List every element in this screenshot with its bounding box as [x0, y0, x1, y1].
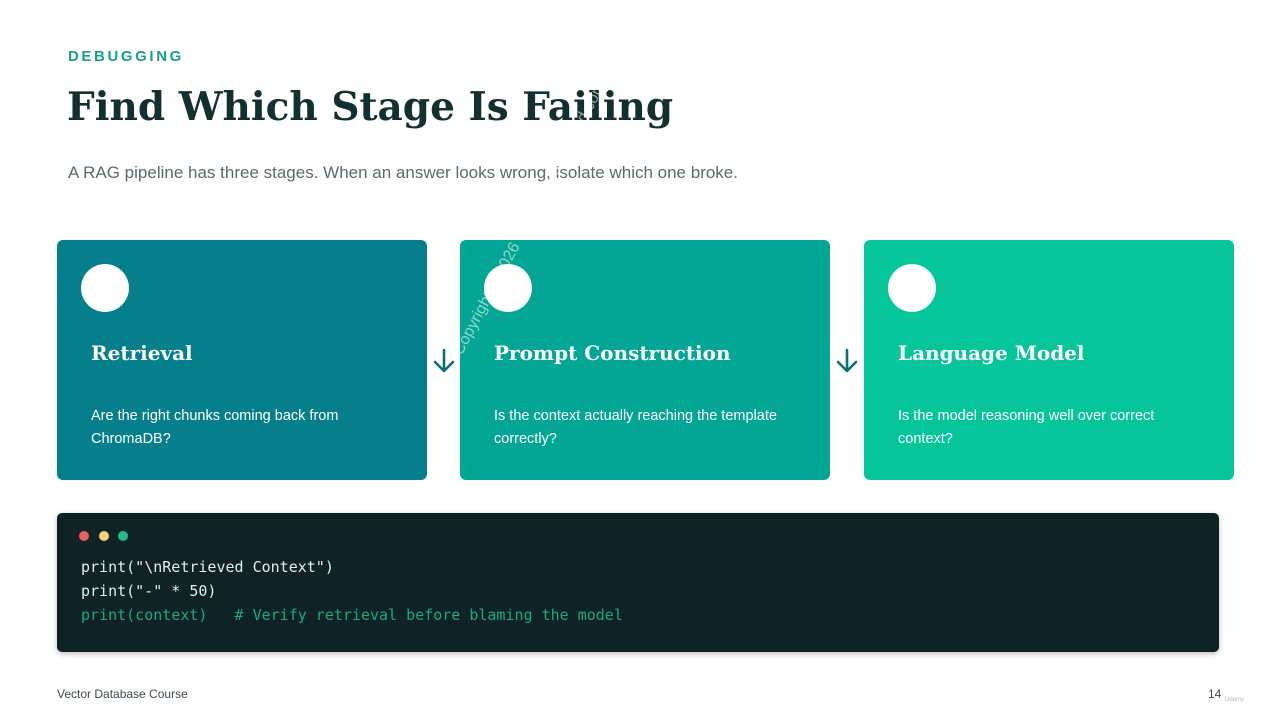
code-line: print("\nRetrieved Context") [81, 558, 334, 576]
stage-circle-icon [81, 264, 129, 312]
slide-title: Find Which Stage Is Failing [67, 84, 674, 130]
window-dot-red-icon [79, 531, 89, 541]
stage-card-retrieval: Retrieval Are the right chunks coming ba… [57, 240, 427, 480]
stage-description: Are the right chunks coming back from Ch… [91, 408, 339, 447]
footer-course-name: Vector Database Course [57, 687, 188, 701]
code-line-comment: print(context) # Verify retrieval before… [81, 606, 623, 624]
arrow-down-icon [836, 348, 858, 373]
window-dot-yellow-icon [99, 531, 109, 541]
stage-description: Is the model reasoning well over correct… [898, 408, 1155, 447]
stage-circle-icon [888, 264, 936, 312]
stage-card-language-model: Language Model Is the model reasoning we… [864, 240, 1234, 480]
slide-eyebrow: DEBUGGING [68, 48, 184, 65]
stage-name: Language Model [898, 341, 1085, 365]
udemy-logo: Udemy [1225, 697, 1245, 703]
window-dot-green-icon [118, 531, 128, 541]
code-line: print("-" * 50) [81, 582, 217, 600]
stage-name: Retrieval [91, 341, 193, 365]
page-number: 14 [1208, 687, 1222, 701]
stage-description: Is the context actually reaching the tem… [494, 408, 777, 447]
slide-subtitle: A RAG pipeline has three stages. When an… [68, 163, 738, 182]
arrow-down-icon [433, 348, 455, 373]
stage-card-prompt-construction: Prompt Construction Is the context actua… [460, 240, 830, 480]
stage-circle-icon [484, 264, 532, 312]
stage-name: Prompt Construction [494, 341, 731, 365]
code-window: print("\nRetrieved Context") print("-" *… [57, 513, 1219, 652]
